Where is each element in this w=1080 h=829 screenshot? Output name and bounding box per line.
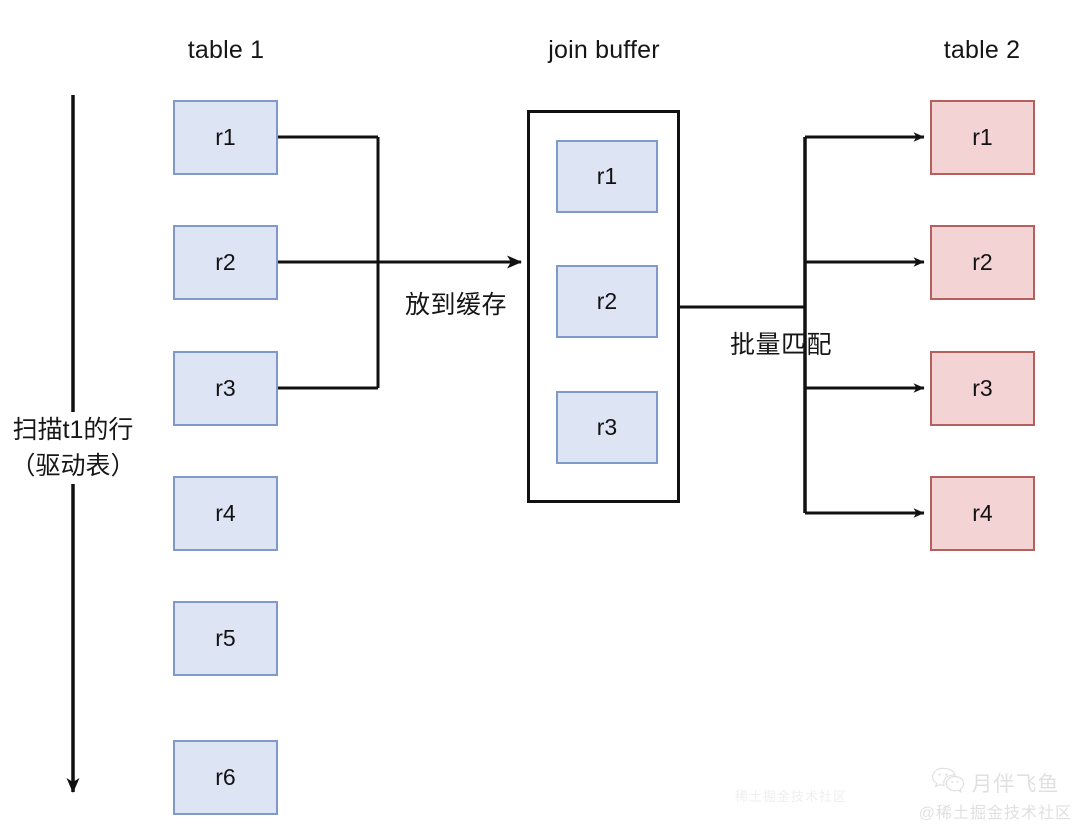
table1-row-label: r1 xyxy=(215,124,236,150)
table2-row-r3[interactable]: r3 xyxy=(930,351,1035,426)
watermark-name: 月伴飞鱼 xyxy=(971,772,1060,796)
table1-row-r6[interactable]: r6 xyxy=(173,740,278,815)
buffer-row-r3[interactable]: r3 xyxy=(556,391,658,464)
table2-row-r1[interactable]: r1 xyxy=(930,100,1035,175)
scan-direction-label: 扫描t1的行 （驱动表） xyxy=(8,412,138,484)
table2-row-label: r4 xyxy=(972,500,993,526)
scan-direction-label-line1: 扫描t1的行 xyxy=(12,416,134,444)
table2-row-r2[interactable]: r2 xyxy=(930,225,1035,300)
table2-row-label: r3 xyxy=(972,375,993,401)
buffer-row-label: r1 xyxy=(596,163,618,189)
watermark-handle: @稀土掘金技术社区 xyxy=(918,805,1072,822)
edge-label-batch-match: 批量匹配 xyxy=(729,331,833,359)
column-title-table1: table 1 xyxy=(187,36,265,64)
buffer-row-label: r2 xyxy=(596,288,618,314)
scan-direction-label-line2: （驱动表） xyxy=(10,452,136,480)
table1-row-label: r5 xyxy=(215,625,236,651)
table1-row-label: r4 xyxy=(215,500,236,526)
column-title-table2: table 2 xyxy=(943,36,1021,64)
edge-label-put-into-buffer: 放到缓存 xyxy=(404,291,508,319)
buffer-row-r1[interactable]: r1 xyxy=(556,140,658,213)
table1-to-buffer-connector xyxy=(278,135,522,390)
watermark: 月伴飞鱼 @稀土掘金技术社区 xyxy=(919,767,1072,823)
faint-watermark-text: 稀土掘金技术社区 xyxy=(735,789,848,804)
table2-row-label: r2 xyxy=(972,249,993,275)
table1-row-label: r3 xyxy=(215,375,236,401)
buffer-row-r2[interactable]: r2 xyxy=(556,265,658,338)
wechat-icon xyxy=(931,767,965,798)
table1-row-r2[interactable]: r2 xyxy=(173,225,278,300)
table1-row-r1[interactable]: r1 xyxy=(173,100,278,175)
table1-row-r3[interactable]: r3 xyxy=(173,351,278,426)
table1-row-r5[interactable]: r5 xyxy=(173,601,278,676)
buffer-row-label: r3 xyxy=(596,414,618,440)
join-buffer-container: r1 r2 r3 xyxy=(527,110,680,503)
table1-row-label: r6 xyxy=(215,764,236,790)
table1-row-label: r2 xyxy=(215,249,236,275)
table2-row-label: r1 xyxy=(972,124,993,150)
table2-row-r4[interactable]: r4 xyxy=(930,476,1035,551)
watermark-top-row: 月伴飞鱼 xyxy=(931,767,1059,798)
table1-row-r4[interactable]: r4 xyxy=(173,476,278,551)
column-title-join-buffer: join buffer xyxy=(548,36,660,64)
